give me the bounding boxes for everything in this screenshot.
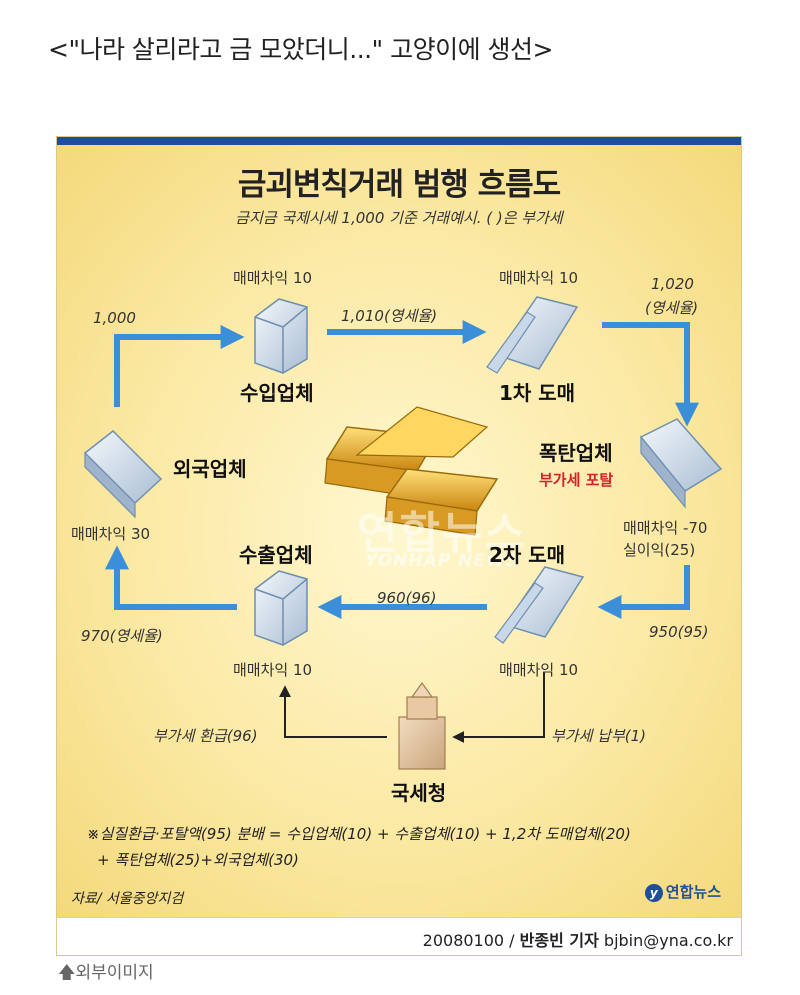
tax-office-name: 국세청 bbox=[391, 781, 447, 805]
foreign-company-name: 외국업체 bbox=[173, 457, 247, 481]
bomb-company-real-profit: 실이익(25) bbox=[623, 541, 696, 559]
watermark-english: YONHAP NEWS bbox=[365, 551, 519, 571]
arrow-up-icon: 🡅 bbox=[58, 963, 76, 983]
bomb-company-name: 폭탄업체 bbox=[539, 441, 613, 465]
arrow-tax-payment bbox=[452, 672, 545, 743]
wholesale2-icon bbox=[494, 566, 585, 644]
importer-name: 수입업체 bbox=[240, 381, 314, 405]
wholesale2-profit: 매매차익 10 bbox=[499, 661, 579, 679]
flow-wholesale1-to-bomb: 1,020 bbox=[651, 275, 694, 293]
wholesale1-icon bbox=[486, 296, 579, 374]
exporter-profit: 매매차익 10 bbox=[233, 661, 313, 679]
distribution-note-line2: + 폭탄업체(25)+외국업체(30) bbox=[97, 851, 299, 869]
yonhap-logo-icon: y bbox=[644, 884, 663, 902]
importer-icon bbox=[254, 298, 308, 374]
flow-exporter-to-foreign: 970(영세율) bbox=[81, 627, 163, 645]
foreign-company-icon bbox=[83, 429, 163, 519]
infographic: 금괴변칙거래 범행 흐름도 금지금 국제시세 1,000 기준 거래예시. ( … bbox=[56, 136, 742, 956]
infographic-background bbox=[57, 145, 741, 917]
external-image-label: 외부이미지 bbox=[75, 963, 154, 983]
flow-wholesale1-to-bomb-vat: (영세율) bbox=[645, 299, 699, 317]
yonhap-logo-text: 연합뉴스 bbox=[665, 883, 721, 901]
flow-importer-to-wholesale1: 1,010(영세율) bbox=[341, 307, 438, 325]
wholesale1-name: 1차 도매 bbox=[499, 381, 576, 405]
flow-bomb-to-wholesale2: 950(95) bbox=[649, 623, 709, 641]
bomb-company-note: 부가세 포탈 bbox=[539, 471, 614, 489]
flow-vat-payment: 부가세 납부(1) bbox=[551, 727, 647, 745]
watermark: 연합뉴스 bbox=[357, 508, 527, 559]
flow-wholesale2-to-exporter: 960(96) bbox=[377, 589, 437, 607]
reporter-credit: 20080100 / 반종빈 기자 bjbin@yna.co.kr bbox=[422, 931, 733, 950]
exporter-icon bbox=[254, 570, 308, 646]
bomb-company-profit: 매매차익 -70 bbox=[623, 519, 708, 537]
flow-foreign-to-importer: 1,000 bbox=[93, 309, 136, 327]
source-credit: 자료/ 서울중앙지검 bbox=[71, 891, 184, 907]
headline: <"나라 살리라고 금 모았더니..." 고양이에 생선> bbox=[48, 35, 553, 64]
credit-bar: 20080100 / 반종빈 기자 bjbin@yna.co.kr bbox=[57, 917, 741, 955]
foreign-company-profit: 매매차익 30 bbox=[71, 525, 151, 543]
distribution-note: ※실질환급·포탈액(95) 분배 = 수입업체(10) + 수출업체(10) +… bbox=[87, 821, 727, 873]
arrow-foreign-to-importer bbox=[114, 325, 245, 407]
arrow-exporter-to-foreign bbox=[105, 545, 237, 610]
header-bar bbox=[57, 137, 741, 145]
external-image-link[interactable]: 🡅외부이미지 bbox=[58, 958, 154, 989]
tax-office-icon bbox=[398, 681, 446, 770]
gold-bars-image bbox=[324, 406, 499, 536]
importer-profit: 매매차익 10 bbox=[233, 269, 313, 287]
flow-vat-refund: 부가세 환급(96) bbox=[153, 727, 258, 745]
flow-diagram bbox=[83, 296, 723, 770]
wholesale1-profit: 매매차익 10 bbox=[499, 269, 579, 287]
arrow-bomb-to-w2 bbox=[597, 565, 690, 619]
arrow-tax-refund bbox=[279, 685, 387, 738]
arrow-w1-to-bomb bbox=[602, 322, 699, 427]
distribution-note-line1: ※실질환급·포탈액(95) 분배 = 수입업체(10) + 수출업체(10) +… bbox=[87, 825, 631, 843]
diagram-subtitle: 금지금 국제시세 1,000 기준 거래예시. ( )은 부가세 bbox=[235, 209, 563, 227]
wholesale2-name: 2차 도매 bbox=[489, 543, 566, 567]
bomb-company-icon bbox=[639, 418, 723, 509]
exporter-name: 수출업체 bbox=[239, 543, 313, 567]
diagram-title: 금괴변칙거래 범행 흐름도 bbox=[237, 167, 561, 203]
